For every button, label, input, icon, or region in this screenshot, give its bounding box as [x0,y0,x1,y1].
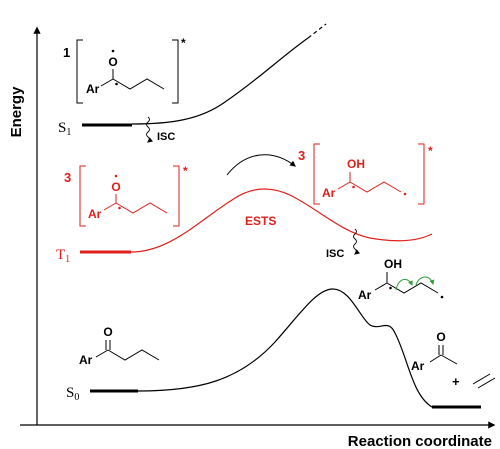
t1-surface: T1 ESTS [56,154,433,265]
ground-biradical-structure: OH Ar [358,257,444,302]
ketone-oxygen: O [103,325,112,339]
ketone-structure: O Ar [79,325,160,367]
singlet-multiplicity: 1 [63,45,70,60]
ground-ar: Ar [358,288,372,302]
triplet-carbon-radical [118,206,121,210]
ethylene-bond-1 [472,373,491,385]
green-arrow-1-icon [395,278,413,291]
curved-arrow [226,154,296,176]
singlet-ar: Ar [86,82,100,96]
s1-label: S1 [58,120,71,138]
singlet-carbon-radical [115,82,118,86]
singlet-bracket-right [172,39,179,104]
ests-biradical-structure: 3 * OH Ar [298,143,433,205]
t1-curve [130,188,433,253]
ests-ar: Ar [322,186,336,200]
plus-sign: + [452,374,460,389]
ests-bracket-left [313,143,320,205]
ests-hydroxyl: OH [347,157,365,171]
axes: Energy Reaction coordinate [8,26,496,449]
isc-lower-arrow: ISC [326,228,361,260]
triplet-multiplicity: 3 [64,170,71,185]
triplet-oxygen-radical [114,174,118,178]
s0-curve [137,288,433,408]
ests-label: ESTS [245,214,276,228]
triplet-bracket-right [173,165,180,227]
triplet-star: * [183,164,188,178]
s0-label: S0 [66,385,79,403]
isc-upper-arrow: ISC [146,116,175,143]
isc-lower-label: ISC [326,248,344,260]
s1-curve [131,37,309,125]
ests-multiplicity: 3 [298,148,305,163]
ests-bracket-right [418,143,425,205]
triplet-bracket-left [79,165,86,227]
t1-label: T1 [56,247,70,265]
singlet-bracket-left [76,39,83,104]
ethylene-bond-2 [477,377,496,389]
singlet-oxygen-radical [111,49,115,53]
ests-star: * [428,144,433,158]
singlet-oxygen: O [108,55,117,69]
triplet-ar: Ar [88,207,102,221]
green-arrow-2-icon [415,276,435,286]
triplet-structure: 3 * O Ar [64,164,188,227]
s1-surface: S1 [58,23,327,138]
ketone-ar: Ar [79,353,93,367]
singlet-structure: 1 * O Ar [63,36,186,104]
s1-curve-dashes [307,23,327,39]
product-oxygen: O [436,330,445,344]
singlet-star: * [181,36,186,50]
s0-surface: S0 [66,288,481,409]
ground-hydroxyl: OH [384,257,402,271]
x-axis-label: Reaction coordinate [348,433,492,449]
product-ar: Ar [411,359,425,373]
triplet-oxygen: O [111,180,120,194]
isc-upper-label: ISC [157,131,175,143]
y-axis-label: Energy [8,86,25,138]
product-structure: O Ar + [411,330,496,389]
